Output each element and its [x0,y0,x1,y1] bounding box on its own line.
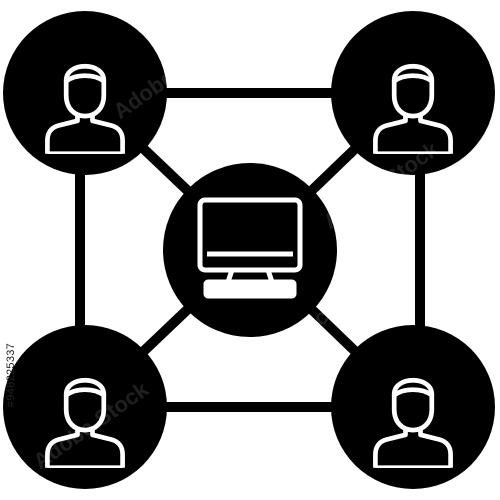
user-node-bottom-right [331,325,495,489]
stock-id-text: #948225337 [5,342,17,408]
computer-node-center [163,163,337,337]
user-node-bottom-left [3,325,167,489]
user-node-top-right [331,11,495,175]
stock-id-label: #948225337 [0,250,22,500]
user-node-top-left [3,11,167,175]
desktop-computer-icon [197,197,303,299]
